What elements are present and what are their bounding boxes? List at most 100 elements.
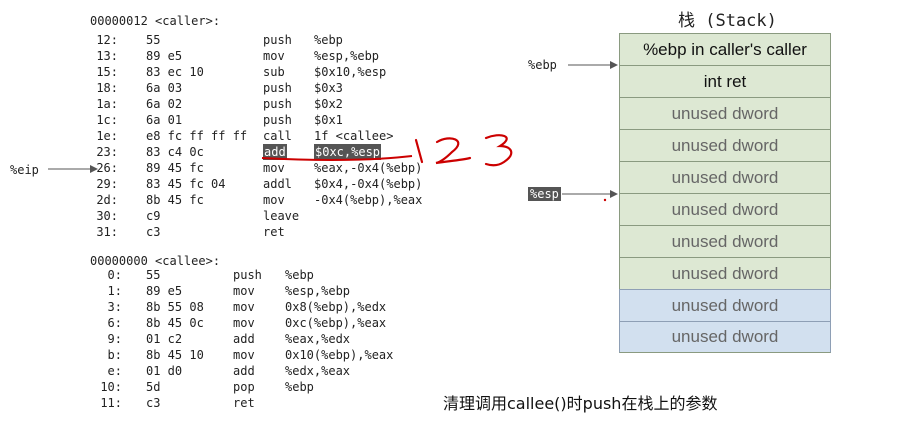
stack-cell: unused dword: [619, 193, 831, 225]
caller-off: 29:: [96, 177, 118, 191]
callee-off: 11:: [100, 396, 122, 410]
caller-args: $0xc,%esp: [314, 144, 382, 160]
caller-off: 30:: [96, 209, 118, 223]
callee-args: %esp,%ebp: [285, 284, 351, 298]
caller-bytes: c3: [146, 225, 161, 239]
callee-args: 0xc(%ebp),%eax: [285, 316, 387, 330]
caller-op: add: [263, 144, 287, 160]
handwritten-123: [414, 134, 513, 167]
caption: 清理调用callee()时push在栈上的参数: [443, 394, 718, 413]
stack-title: 栈 (Stack): [678, 11, 777, 31]
caller-args: $0x2: [314, 97, 343, 111]
caller-args: %esp,%ebp: [314, 49, 380, 63]
callee-op: mov: [233, 348, 255, 362]
callee-row: 11: c3 ret: [0, 395, 913, 411]
callee-op: pop: [233, 380, 255, 394]
stack-cell: unused dword: [619, 97, 831, 129]
caller-op: push: [263, 81, 292, 95]
caller-bytes: 89 45 fc: [146, 161, 204, 175]
callee-args: 0x8(%ebp),%edx: [285, 300, 387, 314]
caller-off: 26:: [96, 161, 118, 175]
caller-row: 26: 89 45 fc mov %eax,-0x4(%ebp): [0, 160, 913, 176]
stack-cell: unused dword: [619, 161, 831, 193]
caller-args: %eax,-0x4(%ebp): [314, 161, 423, 175]
callee-op: add: [233, 364, 255, 378]
caller-bytes: 83 c4 0c: [146, 145, 204, 159]
caller-header: 00000012 <caller>:: [90, 14, 221, 28]
caller-bytes: e8 fc ff ff ff: [146, 129, 248, 143]
caller-args: $0x3: [314, 81, 343, 95]
caller-op: addl: [263, 177, 292, 191]
stack-cell: int ret: [619, 65, 831, 97]
callee-off: 0:: [107, 268, 122, 282]
caller-off: 15:: [96, 65, 118, 79]
caller-op: mov: [263, 161, 285, 175]
callee-bytes: c3: [146, 396, 161, 410]
callee-off: 10:: [100, 380, 122, 394]
callee-row: 0: 55 push %ebp: [0, 267, 913, 283]
caller-off: 1c:: [96, 113, 118, 127]
callee-bytes: 5d: [146, 380, 161, 394]
caller-op: leave: [263, 209, 300, 223]
caller-op: push: [263, 97, 292, 111]
caller-row: 30: c9 leave: [0, 208, 913, 224]
callee-off: e:: [107, 364, 122, 378]
callee-args: %ebp: [285, 268, 314, 282]
callee-op: mov: [233, 284, 255, 298]
caller-off: 13:: [96, 49, 118, 63]
callee-bytes: 01 d0: [146, 364, 183, 378]
caller-bytes: c9: [146, 209, 161, 223]
red-dot: [603, 198, 607, 202]
caller-op: push: [263, 33, 292, 47]
callee-op: push: [233, 268, 262, 282]
stack-cell: unused dword: [619, 257, 831, 289]
callee-op: ret: [233, 396, 255, 410]
esp-label-text: %esp: [528, 187, 561, 201]
stack-cell: unused dword: [619, 321, 831, 353]
caller-off: 1a:: [96, 97, 118, 111]
callee-off: 9:: [107, 332, 122, 346]
callee-bytes: 01 c2: [146, 332, 183, 346]
ebp-label: %ebp: [528, 58, 557, 72]
callee-bytes: 8b 55 08: [146, 300, 204, 314]
caller-bytes: 83 45 fc 04: [146, 177, 226, 191]
callee-off: 1:: [107, 284, 122, 298]
stack-cell: unused dword: [619, 129, 831, 161]
callee-bytes: 8b 45 0c: [146, 316, 204, 330]
caller-bytes: 55: [146, 33, 161, 47]
caller-row: 29: 83 45 fc 04 addl $0x4,-0x4(%ebp): [0, 176, 913, 192]
caller-args: -0x4(%ebp),%eax: [314, 193, 423, 207]
caller-off: 18:: [96, 81, 118, 95]
underline-mark: [261, 155, 413, 161]
caller-args: $0x1: [314, 113, 343, 127]
caller-args: 1f <callee>: [314, 129, 394, 143]
callee-args: 0x10(%ebp),%eax: [285, 348, 394, 362]
caller-off: 2d:: [96, 193, 118, 207]
callee-bytes: 89 e5: [146, 284, 183, 298]
caller-bytes: 8b 45 fc: [146, 193, 204, 207]
callee-args: %ebp: [285, 380, 314, 394]
callee-row: 10: 5d pop %ebp: [0, 379, 913, 395]
caller-args: $0x10,%esp: [314, 65, 387, 79]
caller-args: $0x4,-0x4(%ebp): [314, 177, 423, 191]
callee-bytes: 55: [146, 268, 161, 282]
caller-off: 12:: [96, 33, 118, 47]
caller-bytes: 89 e5: [146, 49, 183, 63]
callee-header: 00000000 <callee>:: [90, 254, 221, 268]
caller-op: sub: [263, 65, 285, 79]
